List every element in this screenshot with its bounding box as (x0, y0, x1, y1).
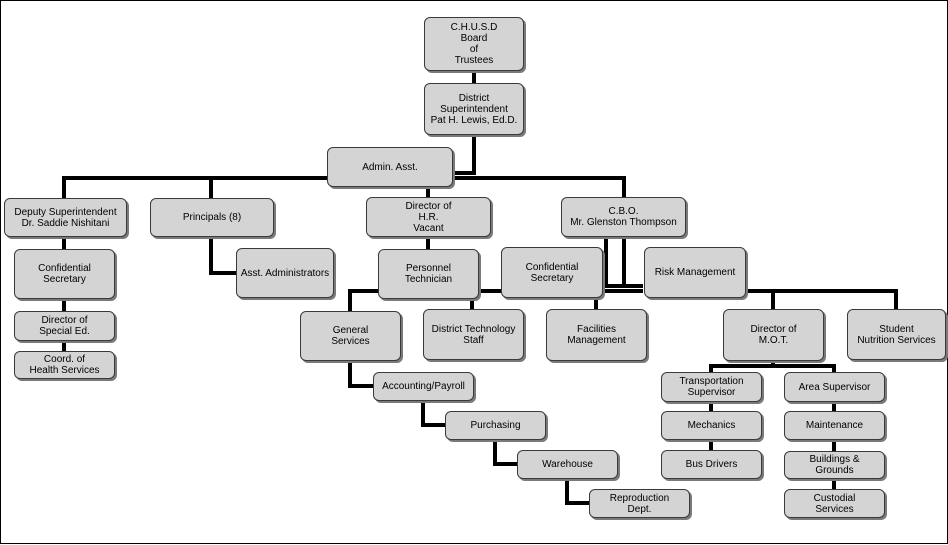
mechanics-box: Mechanics (661, 411, 762, 440)
purchasing-box: Purchasing (445, 411, 546, 440)
principals-box: Principals (8) (150, 198, 274, 237)
admin-assistant-box: Admin. Asst. (327, 147, 453, 187)
confidential-secretary-cbo-box: Confidential Secretary (501, 247, 603, 298)
director-mot-box: Director of M.O.T. (723, 309, 824, 361)
connector-line (493, 438, 519, 466)
connector-line (565, 477, 591, 505)
deputy-superintendent-box: Deputy Superintendent Dr. Saddie Nishita… (4, 198, 127, 237)
district-technology-box: District Technology Staff (423, 309, 524, 360)
warehouse-box: Warehouse (517, 450, 618, 479)
board-of-trustees-box: C.H.U.S.D Board of Trustees (424, 17, 524, 71)
maintenance-box: Maintenance (784, 411, 885, 440)
risk-management-box: Risk Management (644, 247, 746, 298)
coord-health-services-box: Coord. of Health Services (14, 351, 115, 379)
director-hr-box: Director of H.R. Vacant (366, 197, 491, 237)
reproduction-dept-box: Reproduction Dept. (589, 489, 690, 518)
facilities-management-box: Facilities Management (546, 309, 647, 361)
transportation-supervisor-box: Transportation Supervisor (661, 372, 762, 402)
connector-line (451, 133, 476, 175)
cbo-box: C.B.O. Mr. Glenston Thompson (561, 197, 686, 237)
connector-line (421, 399, 447, 427)
accounting-payroll-box: Accounting/Payroll (373, 372, 474, 401)
student-nutrition-box: Student Nutrition Services (847, 309, 946, 360)
area-supervisor-box: Area Supervisor (784, 372, 885, 402)
bus-drivers-box: Bus Drivers (661, 450, 762, 479)
asst-administrators-box: Asst. Administrators (236, 248, 334, 298)
general-services-box: General Services (300, 311, 401, 361)
custodial-services-box: Custodial Services (784, 489, 885, 518)
district-superintendent-box: District Superintendent Pat H. Lewis, Ed… (424, 83, 524, 135)
personnel-technician-box: Personnel Technician (378, 249, 479, 299)
director-special-ed-box: Director of Special Ed. (14, 311, 115, 341)
connector-line (209, 235, 238, 275)
buildings-grounds-box: Buildings & Grounds (784, 451, 885, 479)
confidential-secretary-box: Confidential Secretary (14, 249, 115, 299)
connector-line (348, 359, 375, 388)
connector-line (604, 235, 643, 288)
